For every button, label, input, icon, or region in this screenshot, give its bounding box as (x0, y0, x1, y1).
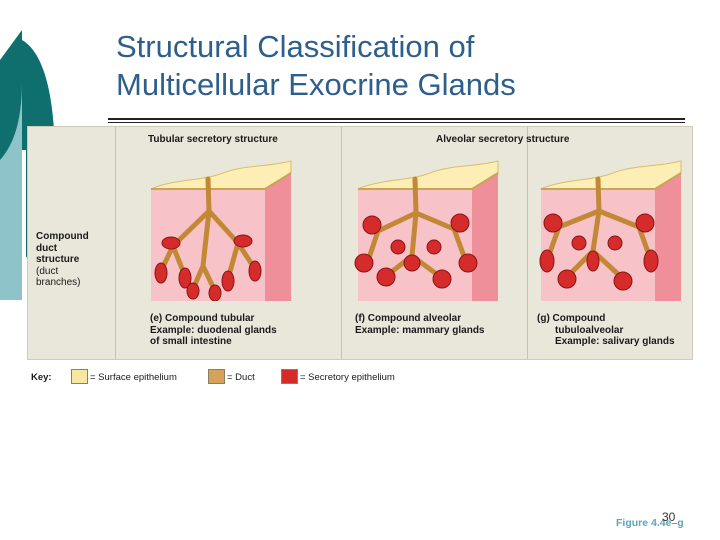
row-label-column (28, 127, 116, 359)
caption-label: (g) Compound (537, 313, 606, 324)
title-rule (108, 118, 685, 120)
caption-example: Example: duodenal glands (150, 324, 277, 336)
gland-figure: Tubular secretory structure Alveolar sec… (27, 126, 693, 360)
compound-tubular-gland-illustration (150, 160, 292, 301)
slide-number: 30 (662, 510, 676, 524)
caption-compound-alveolar: (f) Compound alveolar Example: mammary g… (355, 313, 485, 336)
row-label-line: duct (36, 242, 58, 254)
slide-title-line-1: Structural Classification of (116, 29, 475, 64)
row-label-line: Compound (36, 231, 89, 242)
header-alveolar: Alveolar secretory structure (436, 134, 570, 145)
surface-epithelium-swatch (71, 369, 88, 384)
caption-label: tubuloalveolar (555, 324, 624, 336)
compound-alveolar-gland-illustration (354, 160, 499, 301)
key-label: Key: (31, 372, 52, 383)
header-tubular: Tubular secretory structure (148, 134, 278, 145)
column-divider-2 (527, 127, 528, 359)
title-rule-thin (108, 122, 685, 123)
slide-title: Structural Classification of Multicellul… (116, 28, 516, 104)
row-label-line: (duct (36, 265, 59, 277)
caption-label: (f) Compound alveolar (355, 313, 462, 324)
key-item-duct: = Duct (227, 372, 255, 383)
column-divider-1 (341, 127, 342, 359)
key-item-secretory-epithelium: = Secretory epithelium (300, 372, 395, 383)
caption-example: of small intestine (150, 336, 232, 347)
caption-compound-tubuloalveolar: (g) Compound tubuloalveolar Example: sal… (537, 313, 675, 348)
compound-tubuloalveolar-gland-illustration (539, 160, 682, 301)
secretory-epithelium-swatch (281, 369, 298, 384)
caption-example: Example: mammary glands (355, 324, 485, 336)
caption-compound-tubular: (e) Compound tubular Example: duodenal g… (150, 313, 277, 348)
row-label-compound-duct: Compound duct structure (duct branches) (36, 231, 89, 289)
duct-swatch (208, 369, 225, 384)
row-label-line: branches) (36, 277, 81, 288)
caption-example: Example: salivary glands (555, 336, 675, 347)
slide-title-line-2: Multicellular Exocrine Glands (116, 67, 516, 102)
key-item-surface-epithelium: = Surface epithelium (90, 372, 177, 383)
row-label-line: structure (36, 254, 80, 265)
figure-reference: Figure 4.4e–g (616, 517, 684, 529)
caption-label: (e) Compound tubular (150, 313, 255, 324)
